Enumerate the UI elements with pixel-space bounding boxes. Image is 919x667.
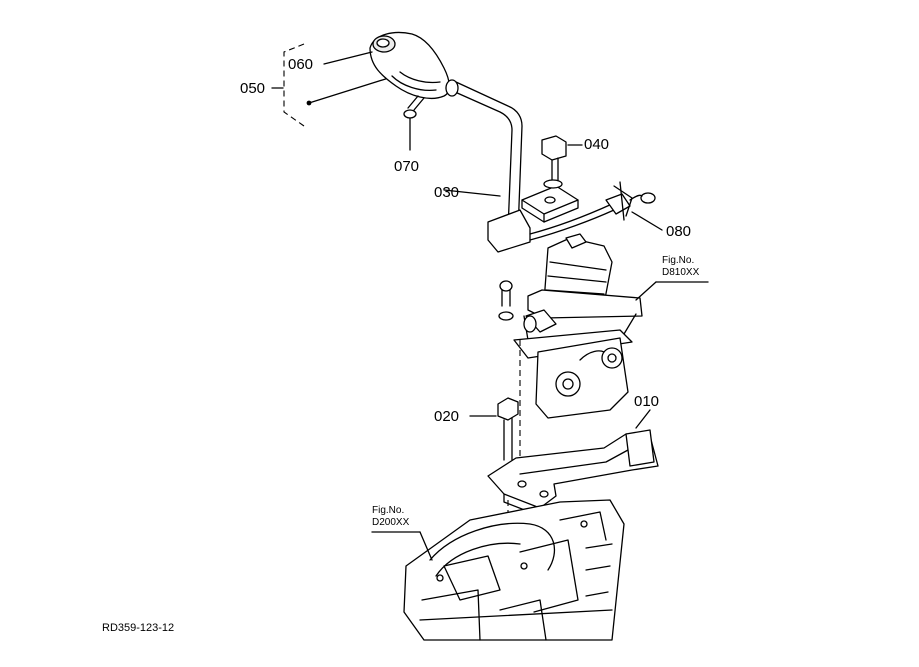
- figure-ref-d810: Fig.No. D810XX: [662, 255, 699, 278]
- control-valve: [513, 233, 709, 419]
- callout-020: 020: [434, 408, 460, 425]
- side-bolt: [498, 280, 514, 321]
- callout-040: 040: [584, 136, 610, 153]
- shift-lever-rod: [443, 79, 531, 253]
- drawing-id: RD359-123-12: [102, 622, 175, 634]
- mounting-bracket: [521, 185, 615, 241]
- bracket-010: [487, 409, 659, 517]
- callout-080: 080: [666, 223, 692, 240]
- figure-ref-d810-number: D810XX: [662, 266, 700, 278]
- bolt-040: [541, 135, 583, 189]
- figure-ref-d200: Fig.No. D200XX: [372, 505, 409, 528]
- figure-ref-d200-number: D200XX: [372, 516, 410, 528]
- transmission-case: [371, 499, 625, 641]
- figure-ref-d200-label: Fig.No.: [372, 505, 405, 516]
- switch-harness: [605, 181, 663, 231]
- screw: [403, 95, 425, 151]
- bolt-020: [469, 340, 521, 540]
- callout-060: 060: [288, 56, 314, 73]
- callout-050: 050: [240, 80, 266, 97]
- lever-knob: [323, 31, 450, 100]
- figure-ref-d810-label: Fig.No.: [662, 255, 695, 266]
- group-bracket-050: [271, 43, 396, 127]
- callout-010: 010: [634, 393, 660, 410]
- callout-070: 070: [394, 158, 420, 175]
- callout-030: 030: [434, 184, 460, 201]
